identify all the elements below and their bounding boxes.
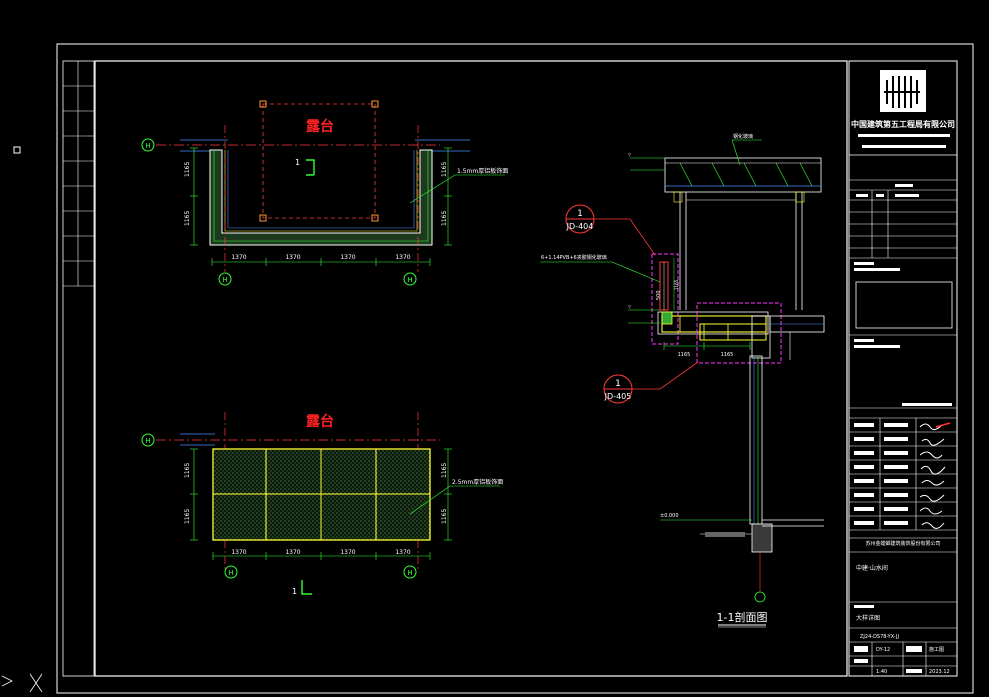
dim-left-2: 1165 bbox=[184, 211, 191, 226]
detail-ref: JD-405 bbox=[604, 392, 632, 401]
dim-bottom-2: 1370 bbox=[285, 549, 300, 556]
sheet-number: DY-12 bbox=[876, 647, 890, 653]
axis-bubble-label: H bbox=[222, 276, 227, 284]
plan-bottom-title: 露台 bbox=[306, 413, 334, 430]
drawing-scale: 1:40 bbox=[876, 669, 887, 675]
svg-text:1165: 1165 bbox=[674, 279, 679, 290]
plan-top: H 露台 1 bbox=[141, 100, 508, 286]
dim-vertical: 500 bbox=[656, 290, 662, 300]
dim-right-1: 1165 bbox=[441, 162, 448, 177]
dim-bottom-1: 1370 bbox=[231, 549, 246, 556]
dim-bottom-4: 1370 bbox=[395, 549, 410, 556]
drawing-date: 2023.12 bbox=[929, 669, 950, 675]
sheet-frame bbox=[1, 43, 974, 694]
signatures bbox=[919, 423, 946, 529]
axis-bubble-label: H bbox=[228, 569, 233, 577]
level-mark: ±0.000 bbox=[660, 513, 679, 519]
axis-bubble-label: H bbox=[145, 142, 150, 150]
section-1-1: ▽ 钢化玻璃 500 1165 bbox=[540, 133, 825, 628]
svg-text:▽: ▽ bbox=[628, 152, 632, 157]
drawing-name: 大样详图 bbox=[856, 614, 880, 622]
dim-bottom-4: 1370 bbox=[395, 254, 410, 261]
axis-bubble-label: H bbox=[407, 569, 412, 577]
project-name: 中建·山水间 bbox=[856, 564, 888, 572]
dim-b: 1165 bbox=[721, 352, 734, 358]
dim-a: 1165 bbox=[678, 352, 691, 358]
dim-bottom-3: 1370 bbox=[340, 549, 355, 556]
section-callout-glass: 6+1.14PVB+6夹胶钢化玻璃 bbox=[541, 254, 607, 261]
plan-top-title: 露台 bbox=[306, 118, 334, 135]
dim-left-2: 1165 bbox=[184, 509, 191, 524]
plan-bottom: H 露台 1165 bbox=[141, 412, 503, 596]
detail-number: 1 bbox=[577, 209, 583, 219]
detail-number: 1 bbox=[615, 379, 621, 389]
svg-text:▽: ▽ bbox=[628, 304, 632, 309]
dim-left-1: 1165 bbox=[184, 162, 191, 177]
drawing-status: 施工图 bbox=[929, 646, 944, 653]
design-unit: 苏州金螳螂建筑装饰股份有限公司 bbox=[865, 540, 940, 547]
dim-bottom-2: 1370 bbox=[285, 254, 300, 261]
dim-right-1: 1165 bbox=[441, 463, 448, 478]
section-callout-top: 钢化玻璃 bbox=[733, 133, 753, 140]
detail-ref: JD-404 bbox=[566, 222, 594, 231]
axis-bubble-label: H bbox=[407, 276, 412, 284]
company-name: 中国建筑第五工程局有限公司 bbox=[851, 119, 955, 129]
plan-bottom-callout: 2.5mm厚铝板饰面 bbox=[452, 478, 503, 486]
section-mark-label: 1 bbox=[295, 158, 300, 167]
title-block: 中国建筑第五工程局有限公司 bbox=[848, 60, 958, 677]
dim-left-1: 1165 bbox=[184, 463, 191, 478]
section-mark-label: 1 bbox=[292, 587, 297, 596]
drawing-number: ZJ24-DS78-YX-JJ bbox=[860, 634, 899, 640]
dim-bottom-1: 1370 bbox=[231, 254, 246, 261]
dim-bottom-3: 1370 bbox=[340, 254, 355, 261]
dim-right-2: 1165 bbox=[441, 211, 448, 226]
axis-bubble-label: H bbox=[145, 437, 150, 445]
plan-top-callout: 1.5mm厚铝板饰面 bbox=[457, 167, 508, 175]
dim-right-2: 1165 bbox=[441, 509, 448, 524]
section-title: 1-1剖面图 bbox=[717, 610, 768, 624]
